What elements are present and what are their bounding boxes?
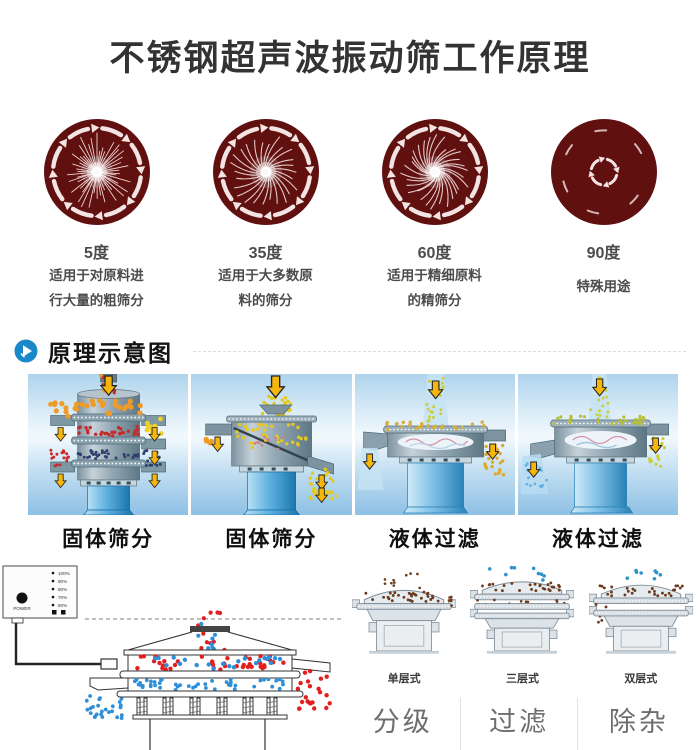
angle-desc-line1: 适用于大多数原 bbox=[218, 268, 313, 283]
schematic-panels-row: 固体筛分 bbox=[28, 374, 678, 562]
machine-type-triple: 三层式 bbox=[463, 564, 581, 686]
bottom-section: POWER 100% 90% 80% 70% 60% bbox=[0, 564, 700, 750]
play-icon bbox=[14, 339, 38, 363]
panel-label: 固体筛分 bbox=[62, 528, 155, 551]
angle-item-5deg: 5度 适用于对原料进 行大量的粗筛分 bbox=[12, 117, 181, 313]
angle-desc-line2: 料的筛分 bbox=[238, 293, 293, 308]
vibration-pattern-35deg-icon bbox=[212, 119, 319, 225]
machine-type-label: 双层式 bbox=[624, 673, 658, 685]
functions-row: 分级 颗粒/粉末准确分级 过滤 去除异物/结块 除杂 去除液体中的颗粒/异物 bbox=[345, 698, 700, 750]
angle-desc-line1: 适用于对原料进 bbox=[49, 268, 144, 283]
triple-deck-machine-icon bbox=[470, 565, 575, 654]
schematic-panel-1: 固体筛分 bbox=[28, 374, 189, 562]
section-header: 原理示意图 bbox=[14, 334, 686, 368]
svg-text:POWER: POWER bbox=[13, 606, 31, 611]
function-column-impurity-removal: 除杂 去除液体中的颗粒/异物 bbox=[576, 698, 700, 750]
svg-text:90%: 90% bbox=[58, 579, 67, 584]
panel-label: 液体过滤 bbox=[388, 528, 481, 551]
function-column-grading: 分级 颗粒/粉末准确分级 bbox=[345, 698, 460, 750]
machine-illustration-liquid-2 bbox=[517, 374, 678, 515]
angle-diagrams-row: 5度 适用于对原料进 行大量的粗筛分 35度 适用于大多数原 料的筛分 60度 … bbox=[12, 117, 688, 313]
machine-type-label: 三层式 bbox=[505, 673, 539, 685]
machine-type-single: 单层式 bbox=[345, 564, 463, 686]
svg-text:70%: 70% bbox=[58, 595, 67, 600]
page-title: 不锈钢超声波振动筛工作原理 bbox=[109, 39, 591, 78]
machine-type-label: 单层式 bbox=[387, 673, 421, 685]
angle-item-60deg: 60度 适用于精细原料 的精筛分 bbox=[350, 117, 519, 313]
function-title: 除杂 bbox=[608, 707, 669, 737]
angle-label: 5度 bbox=[84, 245, 109, 262]
machine-illustration-liquid-1 bbox=[354, 374, 515, 515]
angle-label: 90度 bbox=[586, 245, 621, 262]
section-title: 原理示意图 bbox=[48, 340, 173, 366]
single-deck-machine-icon bbox=[352, 572, 457, 654]
schematic-panel-3: 液体过滤 bbox=[354, 374, 515, 562]
angle-desc-line2: 的精筛分 bbox=[407, 293, 462, 308]
angle-item-35deg: 35度 适用于大多数原 料的筛分 bbox=[181, 117, 350, 313]
schematic-panel-4: 液体过滤 bbox=[517, 374, 678, 562]
machine-types-section: 单层式 bbox=[345, 564, 700, 750]
angle-label: 60度 bbox=[417, 245, 452, 262]
panel-label: 固体筛分 bbox=[225, 528, 318, 551]
function-title: 过滤 bbox=[489, 707, 550, 737]
ultrasonic-system-diagram: POWER 100% 90% 80% 70% 60% bbox=[0, 564, 345, 750]
header-divider bbox=[193, 350, 686, 352]
svg-text:80%: 80% bbox=[58, 587, 67, 592]
function-title: 分级 bbox=[372, 707, 433, 737]
machine-type-double: 双层式 bbox=[582, 564, 700, 686]
vibration-pattern-90deg-icon bbox=[550, 119, 657, 225]
double-deck-machine-icon bbox=[588, 568, 693, 654]
machine-type-figures: 单层式 bbox=[345, 564, 700, 686]
angle-desc-line1: 适用于精细原料 bbox=[387, 268, 482, 283]
angle-label: 35度 bbox=[248, 245, 283, 262]
angle-item-90deg: 90度 特殊用途 bbox=[519, 117, 688, 313]
svg-text:60%: 60% bbox=[58, 603, 67, 608]
angle-desc-line1: 特殊用途 bbox=[576, 279, 631, 294]
angle-desc-line2: 行大量的粗筛分 bbox=[49, 293, 144, 308]
vibration-pattern-60deg-icon bbox=[381, 119, 488, 225]
machine-illustration-multideck bbox=[28, 374, 189, 515]
function-column-filtering: 过滤 去除异物/结块 bbox=[460, 698, 576, 750]
schematic-panel-2: 固体筛分 bbox=[191, 374, 352, 562]
svg-text:100%: 100% bbox=[58, 571, 70, 576]
machine-illustration-singledeck bbox=[191, 374, 352, 515]
vibration-pattern-5deg-icon bbox=[43, 119, 150, 225]
panel-label: 液体过滤 bbox=[551, 528, 644, 551]
